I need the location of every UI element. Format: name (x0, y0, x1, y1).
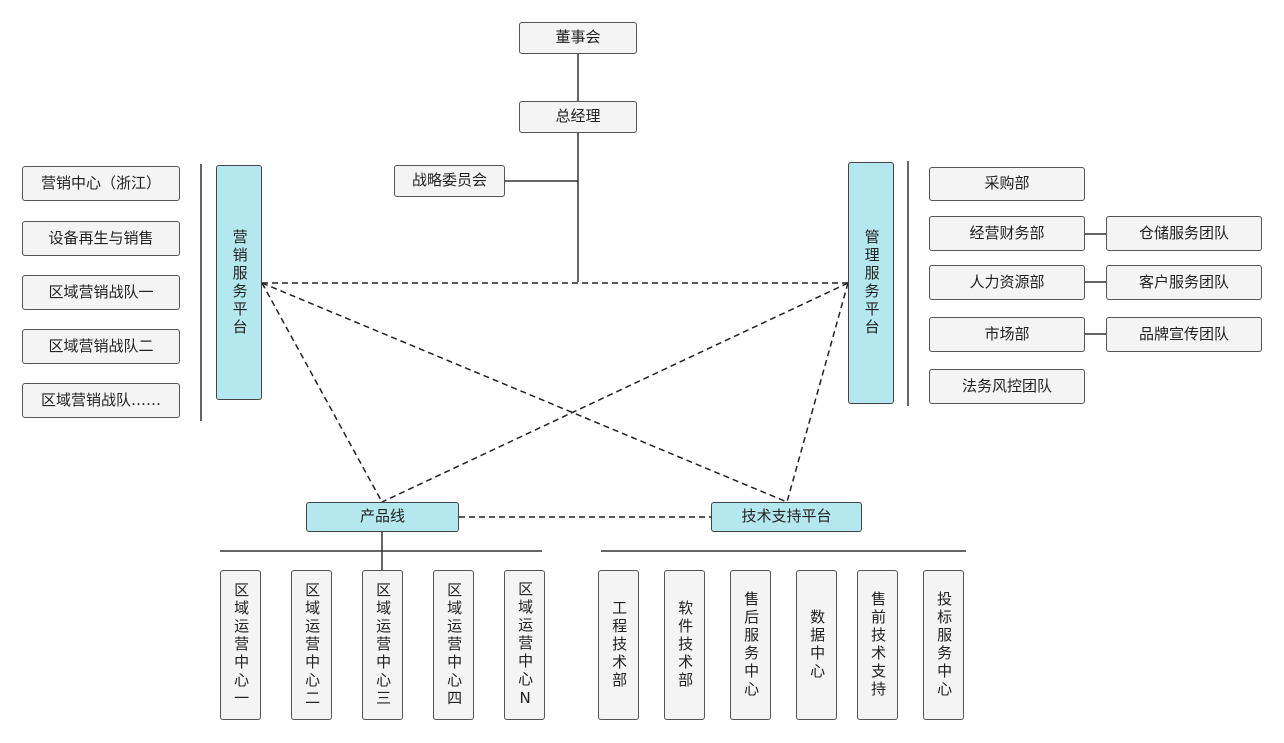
regional-center-3-label: 区域运营中心三 (374, 582, 393, 708)
legal-risk-team-box[interactable]: 法务风控团队 (929, 369, 1085, 404)
dashed-mkt-tech (261, 282, 788, 503)
product-line-box[interactable]: 产品线 (306, 502, 459, 532)
bidding-center-label: 投标服务中心 (935, 591, 954, 699)
purchase-dept-box[interactable]: 采购部 (929, 167, 1085, 201)
management-platform-label: 管理服务平台 (862, 229, 881, 337)
after-sales-center-box[interactable]: 售后服务中心 (730, 570, 771, 720)
marketing-item-2[interactable]: 设备再生与销售 (22, 221, 180, 256)
tech-support-platform-box[interactable]: 技术支持平台 (711, 502, 862, 532)
engineering-dept-label: 工程技术部 (610, 600, 629, 690)
brand-team-box[interactable]: 品牌宣传团队 (1106, 317, 1262, 352)
presales-support-label: 售前技术支持 (869, 591, 888, 699)
marketing-item-5[interactable]: 区域营销战队…… (22, 383, 180, 418)
after-sales-center-label: 售后服务中心 (742, 591, 761, 699)
regional-center-1-label: 区域运营中心一 (232, 582, 251, 708)
strategy-committee-box[interactable]: 战略委员会 (394, 165, 505, 197)
data-center-box[interactable]: 数据中心 (796, 570, 837, 720)
engineering-dept-box[interactable]: 工程技术部 (598, 570, 639, 720)
regional-center-4[interactable]: 区域运营中心四 (433, 570, 474, 720)
board-box[interactable]: 董事会 (519, 22, 637, 54)
hr-dept-box[interactable]: 人力资源部 (929, 265, 1085, 300)
dashed-mgmt-product (381, 282, 849, 503)
dashed-mkt-product (261, 282, 383, 503)
regional-center-3[interactable]: 区域运营中心三 (362, 570, 403, 720)
software-dept-label: 软件技术部 (676, 600, 695, 690)
marketing-item-4[interactable]: 区域营销战队二 (22, 329, 180, 364)
dashed-mgmt-tech (786, 282, 849, 503)
warehouse-team-box[interactable]: 仓储服务团队 (1106, 216, 1262, 251)
general-manager-box[interactable]: 总经理 (519, 101, 637, 133)
customer-service-team-box[interactable]: 客户服务团队 (1106, 265, 1262, 300)
bidding-center-box[interactable]: 投标服务中心 (923, 570, 964, 720)
finance-dept-box[interactable]: 经营财务部 (929, 216, 1085, 251)
regional-center-n[interactable]: 区域运营中心N (504, 570, 545, 720)
regional-center-1[interactable]: 区域运营中心一 (220, 570, 261, 720)
marketing-item-3[interactable]: 区域营销战队一 (22, 275, 180, 310)
management-platform-box[interactable]: 管理服务平台 (848, 162, 894, 404)
marketing-platform-label: 营销服务平台 (230, 228, 249, 337)
data-center-label: 数据中心 (808, 609, 827, 681)
market-dept-box[interactable]: 市场部 (929, 317, 1085, 352)
regional-center-4-label: 区域运营中心四 (445, 582, 464, 708)
presales-support-box[interactable]: 售前技术支持 (857, 570, 898, 720)
regional-center-2-label: 区域运营中心二 (303, 582, 322, 708)
regional-center-2[interactable]: 区域运营中心二 (291, 570, 332, 720)
marketing-platform-box[interactable]: 营销服务平台 (216, 165, 262, 400)
regional-center-n-label: 区域运营中心N (516, 580, 535, 710)
software-dept-box[interactable]: 软件技术部 (664, 570, 705, 720)
marketing-item-1[interactable]: 营销中心（浙江） (22, 166, 180, 201)
